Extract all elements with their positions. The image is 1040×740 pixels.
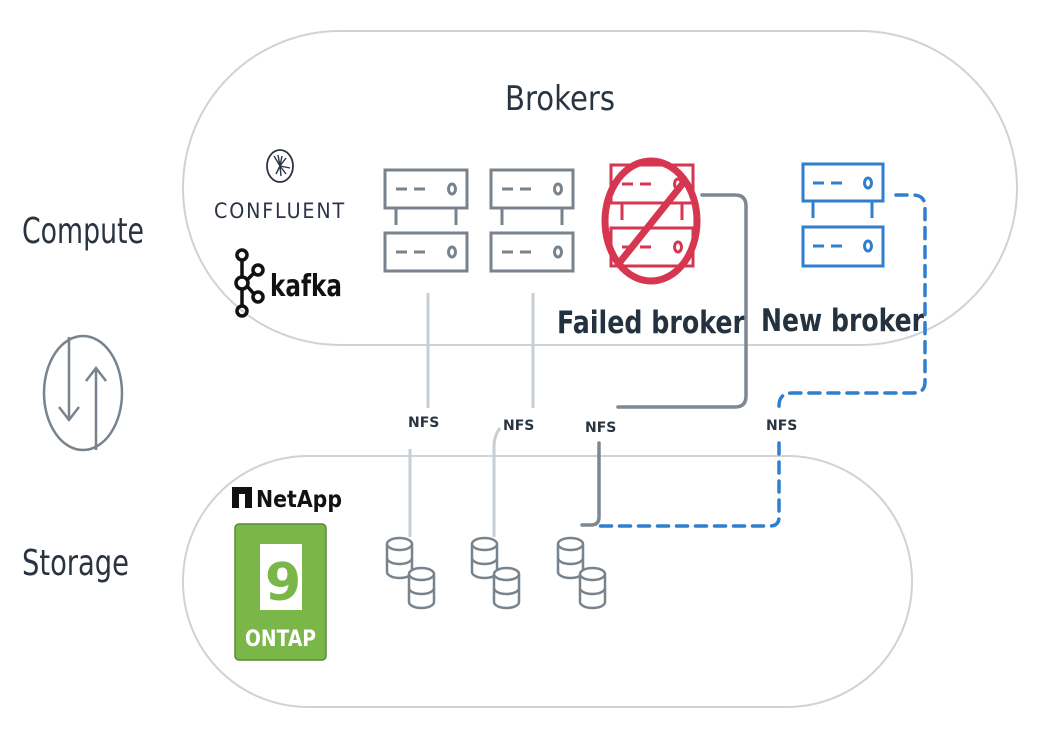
ontap-wordmark: ONTAP xyxy=(245,627,316,652)
failed-broker-label: Failed broker xyxy=(557,305,746,341)
nfs-link-2 xyxy=(492,293,535,537)
storage-container xyxy=(182,455,913,708)
broker-server-2 xyxy=(489,168,575,273)
kafka-icon xyxy=(234,248,265,318)
database-icon xyxy=(407,566,436,610)
new-broker-label: New broker xyxy=(761,303,925,339)
netapp-icon xyxy=(232,487,252,508)
failed-broker-server xyxy=(601,157,701,285)
ontap-version: 9 xyxy=(265,553,301,613)
nfs-link-1 xyxy=(408,293,430,537)
database-icon xyxy=(578,566,607,610)
server-icon xyxy=(383,168,469,273)
ontap-logo: 9 ONTAP xyxy=(234,523,327,661)
nfs-label-2: NFS xyxy=(503,418,534,434)
storage-volumes xyxy=(385,536,607,610)
nfs-label-3: NFS xyxy=(585,420,616,436)
bidirectional-arrows-icon xyxy=(42,334,124,452)
storage-label: Storage xyxy=(22,543,129,584)
prohibited-server-icon xyxy=(601,157,701,285)
nfs-label-4: NFS xyxy=(766,418,797,434)
brokers-title: Brokers xyxy=(505,79,615,119)
compute-container xyxy=(182,30,1018,346)
server-icon xyxy=(489,168,575,273)
confluent-wordmark: CONFLUENT xyxy=(214,199,346,223)
netapp-logo: NetApp xyxy=(232,487,342,513)
kafka-logo: kafka xyxy=(234,248,342,318)
database-icon xyxy=(492,566,521,610)
confluent-icon xyxy=(266,149,294,183)
storage-volume-1 xyxy=(385,536,436,610)
server-icon xyxy=(801,162,885,268)
nfs-link-new xyxy=(596,193,927,528)
confluent-logo: CONFLUENT xyxy=(214,149,346,223)
nfs-link-failed xyxy=(580,193,748,527)
netapp-wordmark: NetApp xyxy=(256,487,342,513)
storage-volume-2 xyxy=(470,536,521,610)
broker-server-1 xyxy=(383,168,469,273)
storage-volume-3 xyxy=(556,536,607,610)
nfs-label-1: NFS xyxy=(408,415,439,431)
database-icon xyxy=(556,536,585,580)
compute-label: Compute xyxy=(22,211,144,252)
new-broker-server xyxy=(801,162,885,268)
kafka-wordmark: kafka xyxy=(270,269,342,304)
